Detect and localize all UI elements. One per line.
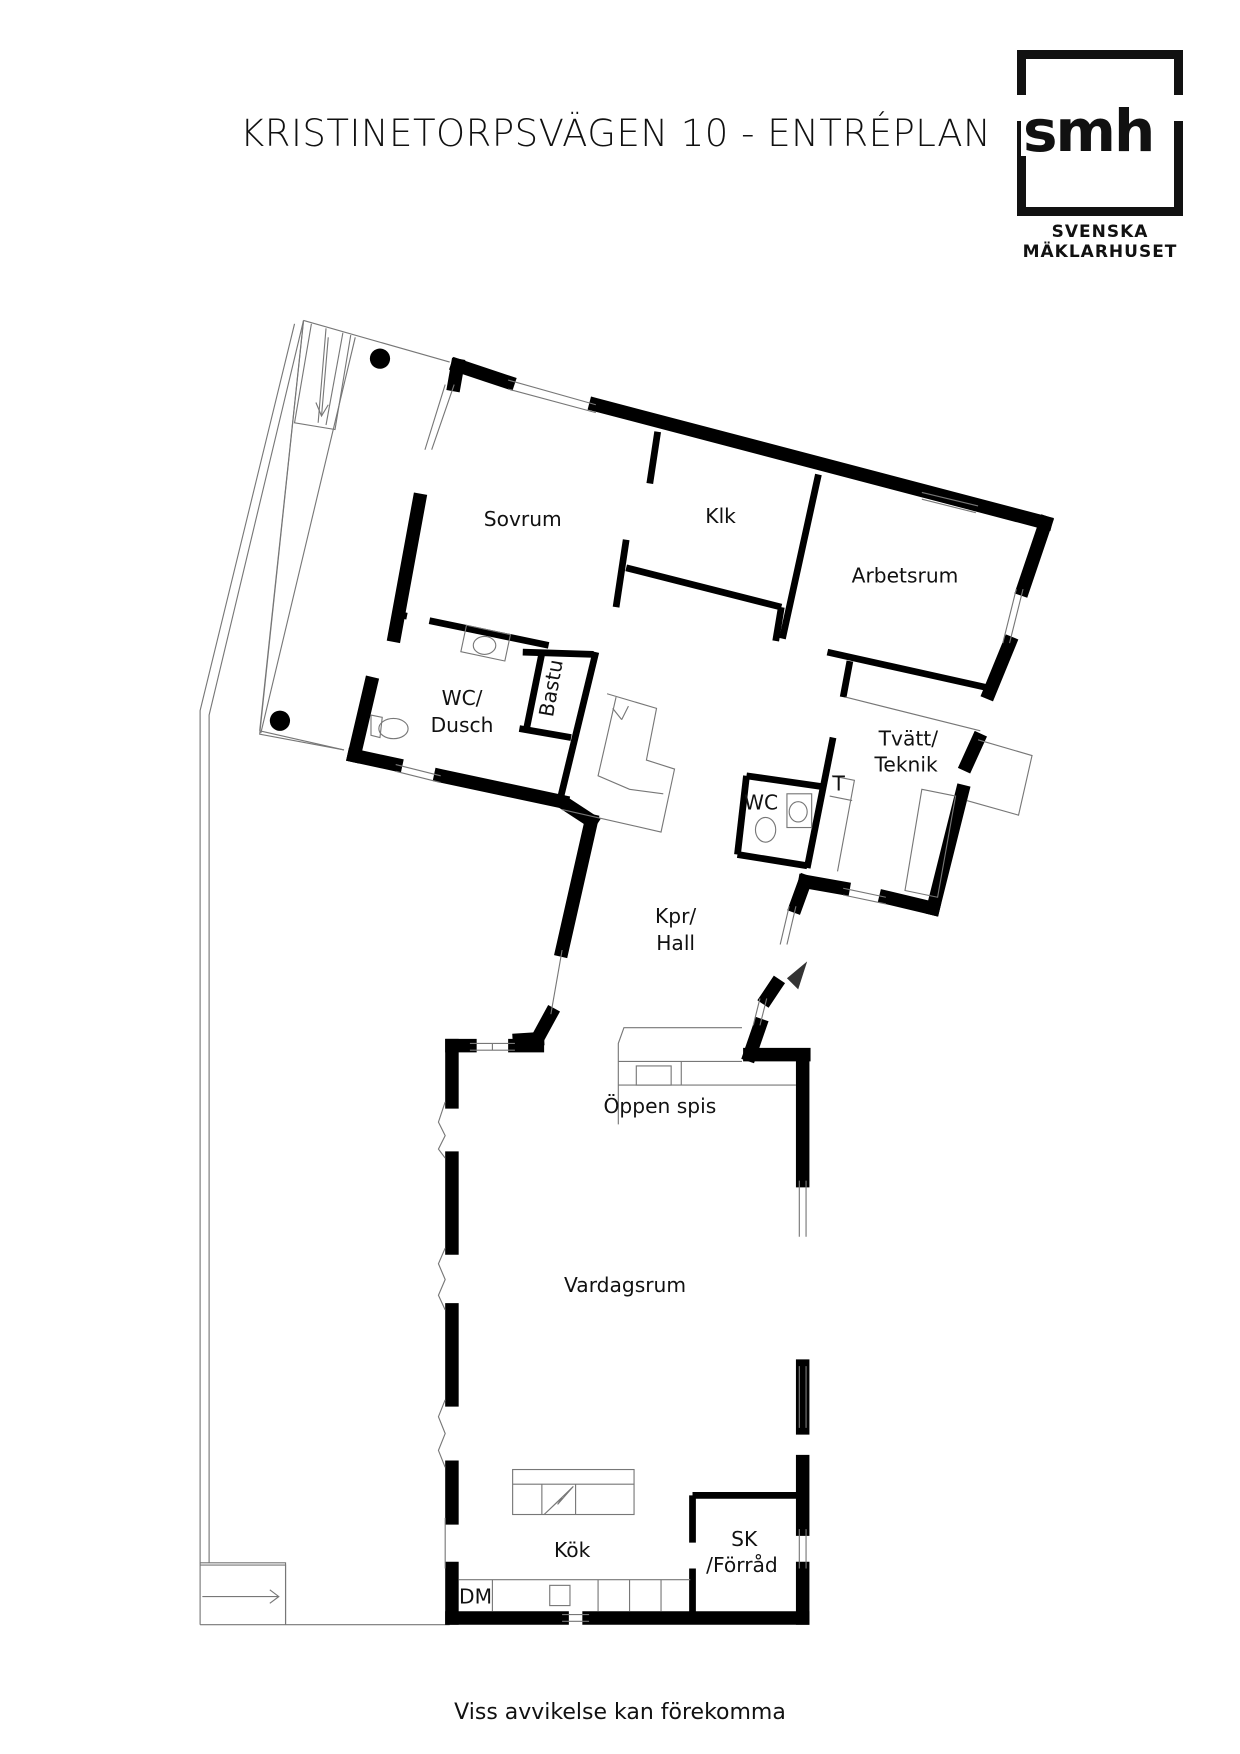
windows xyxy=(395,379,1024,1026)
utility-annex xyxy=(966,739,1033,816)
label-hall-2: Hall xyxy=(656,931,695,955)
walls-storage xyxy=(689,1492,803,1618)
label-storage-1: SK xyxy=(731,1527,758,1551)
label-klk: Klk xyxy=(705,504,736,528)
page-title: KRISTINETORPSVÄGEN 10 - ENTRÉPLAN xyxy=(240,112,992,155)
label-vardagsrum: Vardagsrum xyxy=(564,1273,686,1297)
label-wc: WC xyxy=(744,791,778,815)
logo-mark: smh xyxy=(1021,97,1155,165)
post-icon xyxy=(269,710,291,731)
bath-fixtures xyxy=(370,624,813,843)
utility-fixtures xyxy=(829,696,981,898)
label-arbetsrum: Arbetsrum xyxy=(852,563,959,587)
label-hall-1: Kpr/ xyxy=(655,904,696,928)
post-icon xyxy=(369,348,391,369)
disclaimer: Viss avvikelse kan förekomma xyxy=(454,1700,786,1725)
label-sovrum: Sovrum xyxy=(484,507,562,531)
kitchen-fixtures xyxy=(458,1468,691,1612)
brand-line-2: MÄKLARHUSET xyxy=(1022,242,1178,262)
stair-hall xyxy=(561,693,676,833)
label-dishwasher: DM xyxy=(459,1584,492,1608)
smh-logo: smh xyxy=(1017,50,1183,216)
fireplace xyxy=(617,1027,796,1125)
stair-top-left xyxy=(260,323,356,734)
label-tvatt-1: Tvätt/ xyxy=(878,726,939,750)
stair-bottom-left xyxy=(200,1564,287,1625)
label-kok: Kök xyxy=(554,1538,591,1562)
label-wc-dusch-2: Dusch xyxy=(431,713,494,737)
walls-upper-wing xyxy=(346,356,1055,1064)
windows-living xyxy=(437,1042,807,1622)
walls-interior xyxy=(395,431,991,870)
entrance-arrow-icon xyxy=(786,961,808,990)
terrace-outline xyxy=(199,319,450,1626)
label-fireplace: Öppen spis xyxy=(604,1094,717,1118)
label-wc-dusch-1: WC/ xyxy=(442,686,483,710)
label-tvatt-2: Teknik xyxy=(874,752,938,776)
label-storage-2: /Förråd xyxy=(706,1553,778,1577)
brand-line-1: SVENSKA xyxy=(1051,222,1149,242)
label-tumble-dryer: T xyxy=(831,771,845,795)
